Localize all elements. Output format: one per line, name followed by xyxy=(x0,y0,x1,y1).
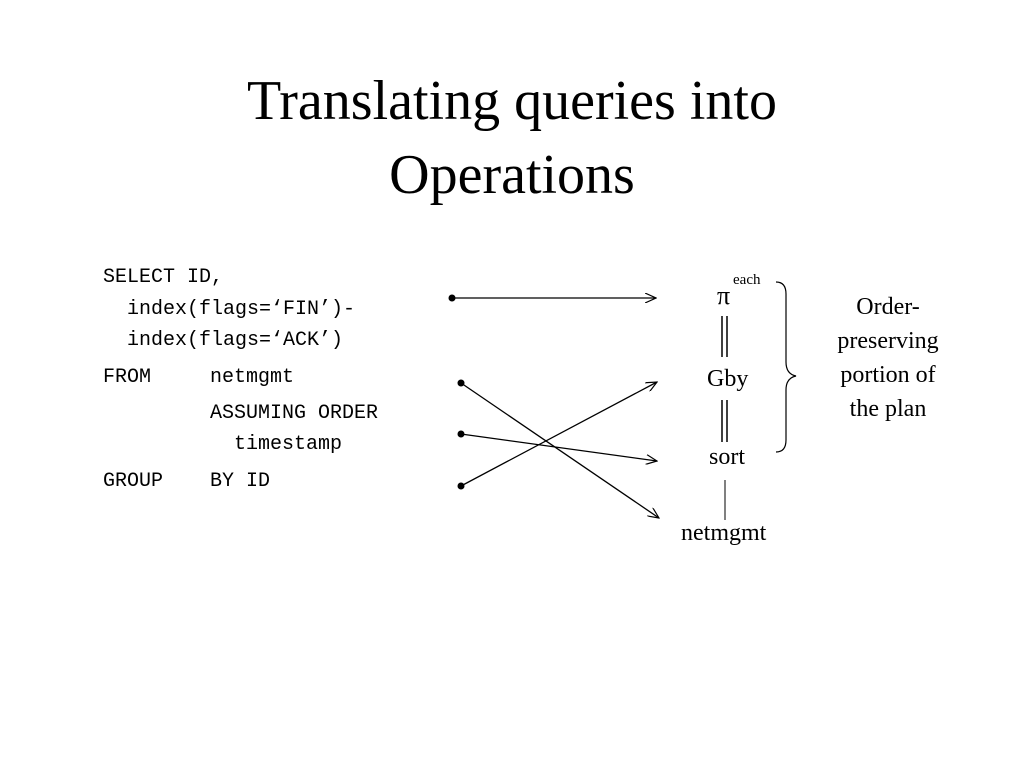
note-line-4: the plan xyxy=(849,396,927,422)
table-node: netmgmt xyxy=(681,520,767,546)
order-preserving-brace xyxy=(775,281,797,453)
sort-node: sort xyxy=(709,444,745,470)
sql-from-keyword: FROM xyxy=(103,366,152,389)
note-line-3: portion of xyxy=(840,362,936,388)
project-node: π xyxy=(717,281,730,311)
arrow-group-to-gby xyxy=(460,382,657,487)
order-preserving-note: Order- preserving portion of the plan xyxy=(816,290,960,426)
project-symbol: π xyxy=(717,281,731,310)
sql-group-by: BY ID xyxy=(210,470,271,493)
sql-assuming-order: ASSUMING ORDER xyxy=(210,402,379,425)
slide-title: Translating queries into Operations xyxy=(0,64,1024,212)
project-superscript: each xyxy=(733,272,761,288)
sql-order-attr: timestamp xyxy=(234,433,343,456)
sql-index-ack: index(flags=‘ACK’) xyxy=(127,329,344,352)
title-line-1: Translating queries into xyxy=(247,70,777,132)
arrow-assuming-to-sort xyxy=(460,433,657,461)
sql-from-table: netmgmt xyxy=(210,366,295,389)
sql-select-line: SELECT ID, xyxy=(103,266,224,289)
sql-group-keyword: GROUP xyxy=(103,470,164,493)
gby-node: Gby xyxy=(707,366,749,392)
note-line-2: preserving xyxy=(837,328,939,354)
title-line-2: Operations xyxy=(389,144,635,206)
sql-index-fin: index(flags=‘FIN’)- xyxy=(127,298,356,321)
arrow-from-to-table xyxy=(460,382,659,518)
note-line-1: Order- xyxy=(856,294,920,320)
